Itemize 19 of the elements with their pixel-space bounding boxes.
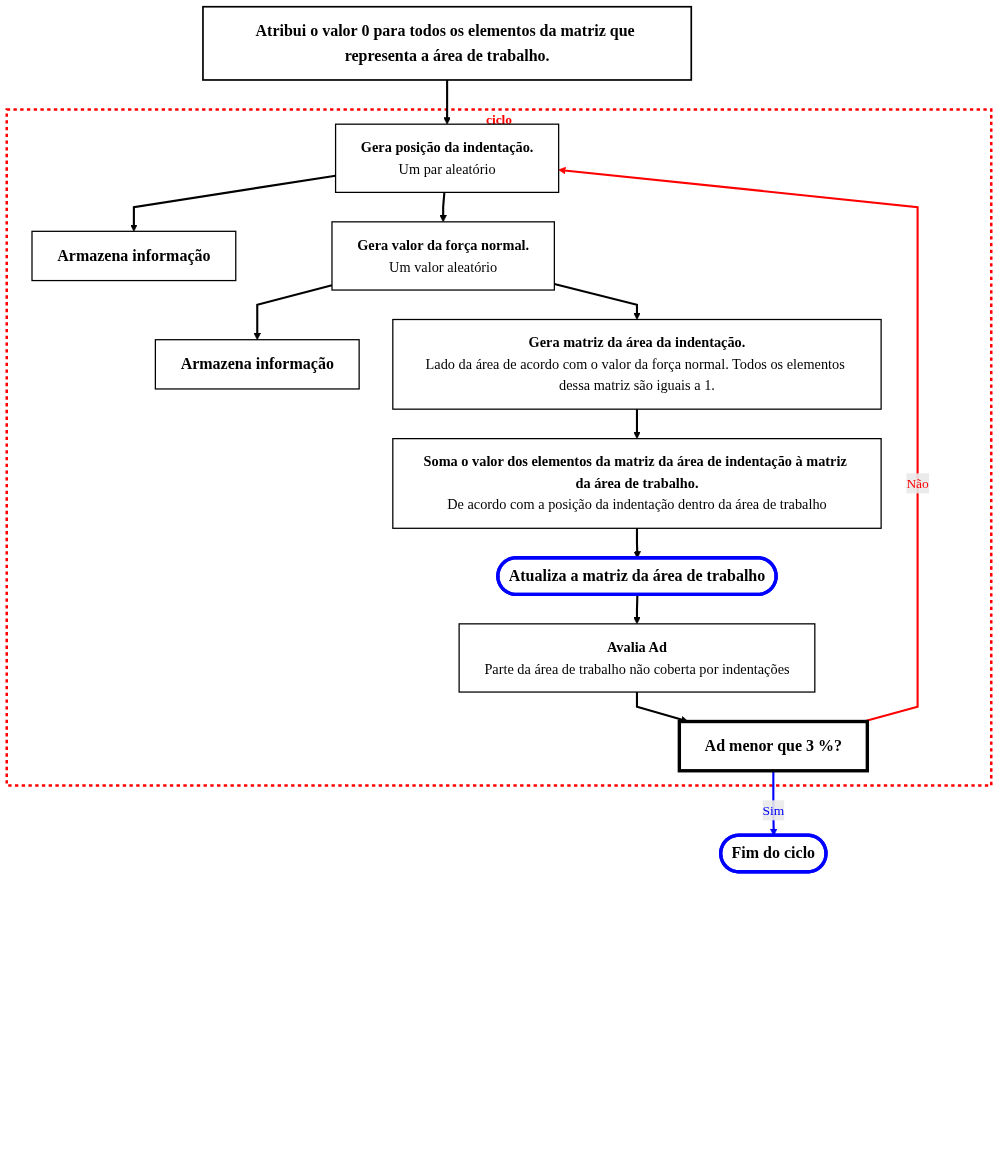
node-box: Gera valor da força normal. Um valor aleatório [331,221,555,291]
arrow [633,409,641,439]
arrow [769,770,778,836]
arrow [558,166,919,723]
node-box: Ad menor que 3 %? [677,719,869,773]
edge-label: Sim [762,802,785,818]
edge-label: Não [906,475,929,491]
arrow [439,192,447,223]
arrow [554,282,641,320]
arrow [633,594,641,625]
arrow [130,174,336,232]
node-box: Armazena informação [31,230,237,282]
node-box: Atribui o valor 0 para todos os elementos da matriz que representa a área de trabalho. [202,5,693,81]
node-box: Soma o valor dos elementos da matriz da área de indentação à matriz da área de trabalho. De acordo com a posição da indentação dentro da área de trabalho [392,438,882,529]
node-box: Gera matriz da área da indentação. Lado da área de acordo com o valor da força normal. Todos os elementos dessa matriz são iguais a 1. [392,318,882,410]
node-box: Avalia Ad Parte da área de trabalho não coberta por indentações [458,623,816,693]
arrow [443,80,451,125]
node-box: Armazena informação [154,339,360,390]
node-box: Gera posição da indentação. Um par aleatório [334,123,560,193]
